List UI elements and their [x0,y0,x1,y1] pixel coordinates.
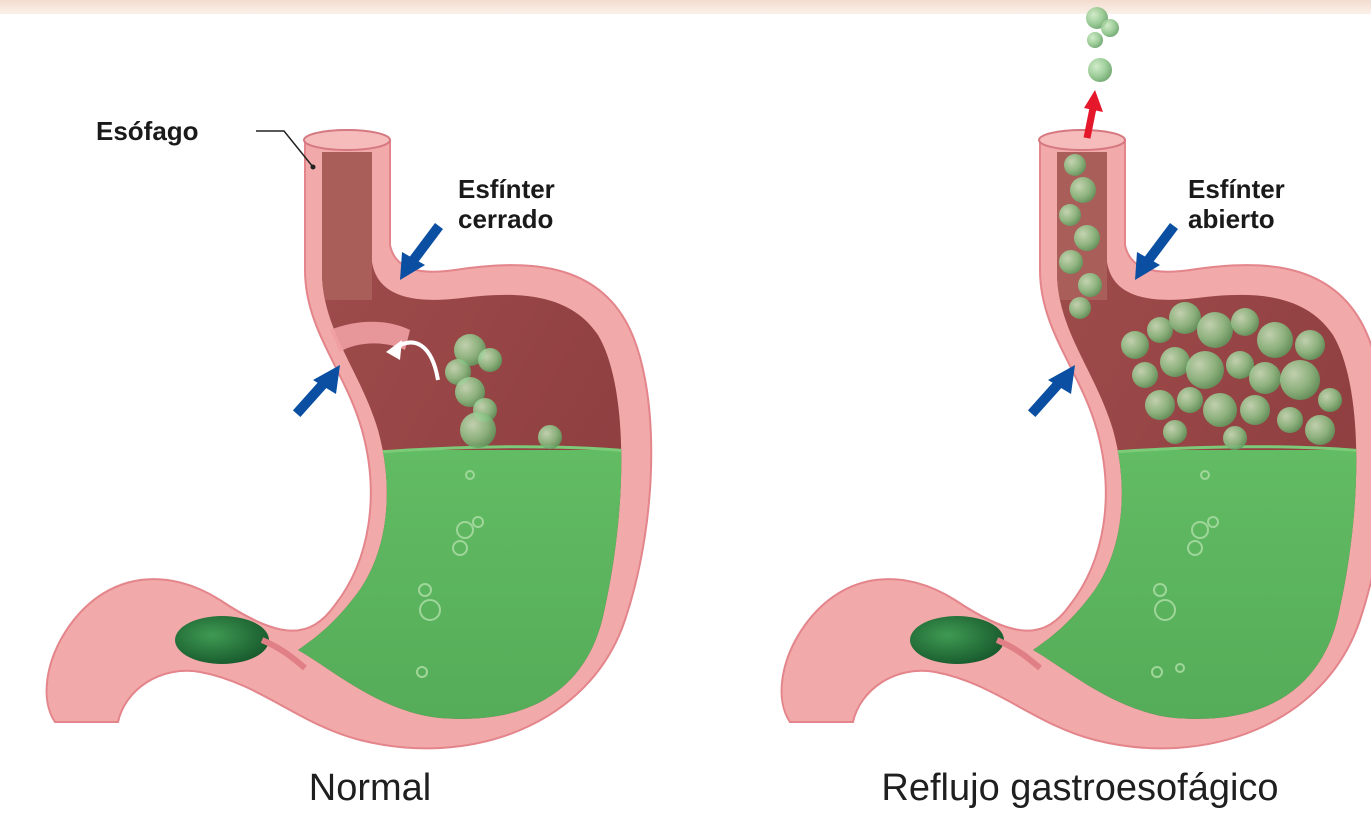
escaping-bubbles [1086,7,1119,82]
caption-normal: Normal [309,767,431,809]
label-sphincter-open-2: abierto [1188,204,1275,234]
pylorus-opening [175,616,269,664]
blue-arrow-lower-left [300,365,340,410]
pylorus-opening [910,616,1004,664]
label-sphincter-open-1: Esfínter [1188,174,1285,204]
label-esophagus: Esófago [96,116,199,146]
blue-arrow-lower-right [1035,365,1075,410]
stomach-normal [47,130,652,770]
stomach-reflux [782,7,1371,770]
caption-reflux: Reflujo gastroesofágico [881,767,1278,809]
label-sphincter-closed-1: Esfínter [458,174,555,204]
label-sphincter-closed-2: cerrado [458,204,553,234]
